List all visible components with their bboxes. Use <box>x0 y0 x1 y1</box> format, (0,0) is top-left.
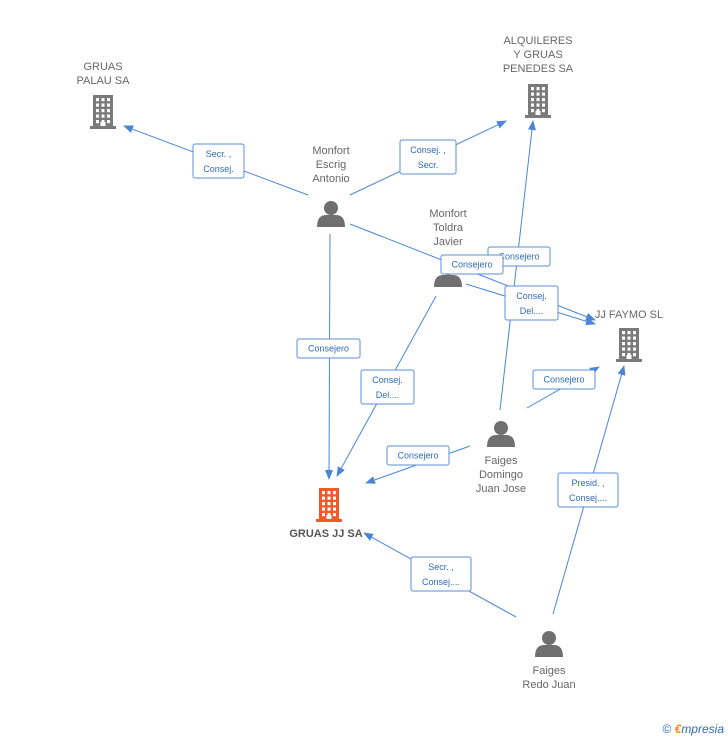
edge-label-box[interactable] <box>410 556 472 592</box>
edges-layer <box>123 120 626 618</box>
edge-label-text: Presid. , <box>571 478 604 488</box>
building-icon[interactable] <box>616 328 642 362</box>
edge-label-box[interactable] <box>386 445 450 466</box>
edge-label-monfort_escrig-to-alquileres[interactable]: Consej. , Secr. <box>399 139 457 175</box>
edge-label-monfort_toldra-to-jj_faymo[interactable]: Consej. Del.... <box>504 285 559 321</box>
node-gruas_jj[interactable]: GRUAS JJ SA <box>289 488 363 540</box>
node-label: JJ FAYMO SL <box>595 309 663 321</box>
node-label: Juan Jose <box>476 483 526 495</box>
node-label: Javier <box>433 236 463 248</box>
edge-label-text: Consejero <box>498 252 539 262</box>
nodes-layer: GRUAS PALAU SA ALQUILERES Y GRUAS PENEDES SA… <box>77 35 664 691</box>
edge-label-box[interactable] <box>192 143 245 179</box>
node-label: Redo Juan <box>522 679 575 691</box>
node-label: Toldra <box>433 222 464 234</box>
edge-label-monfort_escrig-to-gruas_jj[interactable]: Consejero <box>296 338 361 359</box>
node-label: Faiges <box>532 665 566 677</box>
person-icon[interactable] <box>317 201 345 227</box>
person-icon[interactable] <box>535 631 563 657</box>
node-label: GRUAS JJ SA <box>289 528 362 540</box>
edge-label-text: Consej.... <box>422 577 460 587</box>
edge-label-text: Consej.... <box>569 493 607 503</box>
building-icon[interactable] <box>316 488 342 522</box>
edge-label-faiges_redo-to-gruas_jj[interactable]: Secr. , Consej.... <box>410 556 472 592</box>
building-icon[interactable] <box>90 95 116 129</box>
edge-label-box[interactable] <box>360 369 415 405</box>
node-label: Monfort <box>429 208 466 220</box>
edge-label-text: Secr. <box>418 160 439 170</box>
edge-label-text: Consejero <box>543 375 584 385</box>
edge-label-faiges_domingo-to-jj_faymo[interactable]: Consejero <box>532 369 596 390</box>
edge-label-text: Del.... <box>520 306 544 316</box>
edge-label-text: Consejero <box>308 344 349 354</box>
edge-label-faiges_domingo-to-alquileres[interactable]: Consejero <box>440 254 504 275</box>
node-gruas_palau[interactable]: GRUAS PALAU SA <box>77 61 131 129</box>
edge-label-text: Consej. <box>516 291 547 301</box>
edge-label-text: Secr. , <box>206 149 232 159</box>
edge-label-box[interactable] <box>504 285 559 321</box>
edge-label-box[interactable] <box>440 254 504 275</box>
node-label: ALQUILERES <box>503 35 572 47</box>
building-icon[interactable] <box>525 84 551 118</box>
edge-label-text: Consej. , <box>410 145 446 155</box>
edge-label-box[interactable] <box>557 472 619 508</box>
node-label: Y GRUAS <box>513 49 562 61</box>
node-label: Monfort <box>312 145 349 157</box>
edge-label-monfort_escrig-to-gruas_palau[interactable]: Secr. , Consej. <box>192 143 245 179</box>
node-label: Escrig <box>316 159 347 171</box>
edge-label-text: Secr. , <box>428 562 454 572</box>
node-label: GRUAS <box>83 61 122 73</box>
node-label: Faiges <box>484 455 518 467</box>
edge-label-faiges_domingo-to-gruas_jj[interactable]: Consejero <box>386 445 450 466</box>
person-icon[interactable] <box>487 421 515 447</box>
edge-label-text: Consej. <box>372 375 403 385</box>
edge-label-text: Del.... <box>376 390 400 400</box>
edge-label-text: Consej. <box>203 164 234 174</box>
node-label: PALAU SA <box>77 75 131 87</box>
edge-label-text: Consejero <box>397 451 438 461</box>
watermark: © €mpresia <box>662 722 724 736</box>
brand-logo-letter: € <box>674 722 682 736</box>
edge-label-box[interactable] <box>399 139 457 175</box>
edge-labels-layer: Secr. ,Consej.Consej. ,Secr.ConsejeroCon… <box>192 139 619 592</box>
edge-label-monfort_toldra-to-gruas_jj[interactable]: Consej. Del.... <box>360 369 415 405</box>
node-label: Antonio <box>312 173 349 185</box>
node-label: Domingo <box>479 469 523 481</box>
brand-name: mpresia <box>681 722 724 736</box>
node-label: PENEDES SA <box>503 63 574 75</box>
node-jj_faymo[interactable]: JJ FAYMO SL <box>595 309 663 362</box>
edge-label-box[interactable] <box>532 369 596 390</box>
edge-label-text: Consejero <box>451 260 492 270</box>
node-alquileres[interactable]: ALQUILERES Y GRUAS PENEDES SA <box>503 35 574 118</box>
copyright-symbol: © <box>662 722 672 736</box>
edge-label-box[interactable] <box>296 338 361 359</box>
edge-label-faiges_redo-to-jj_faymo[interactable]: Presid. , Consej.... <box>557 472 619 508</box>
